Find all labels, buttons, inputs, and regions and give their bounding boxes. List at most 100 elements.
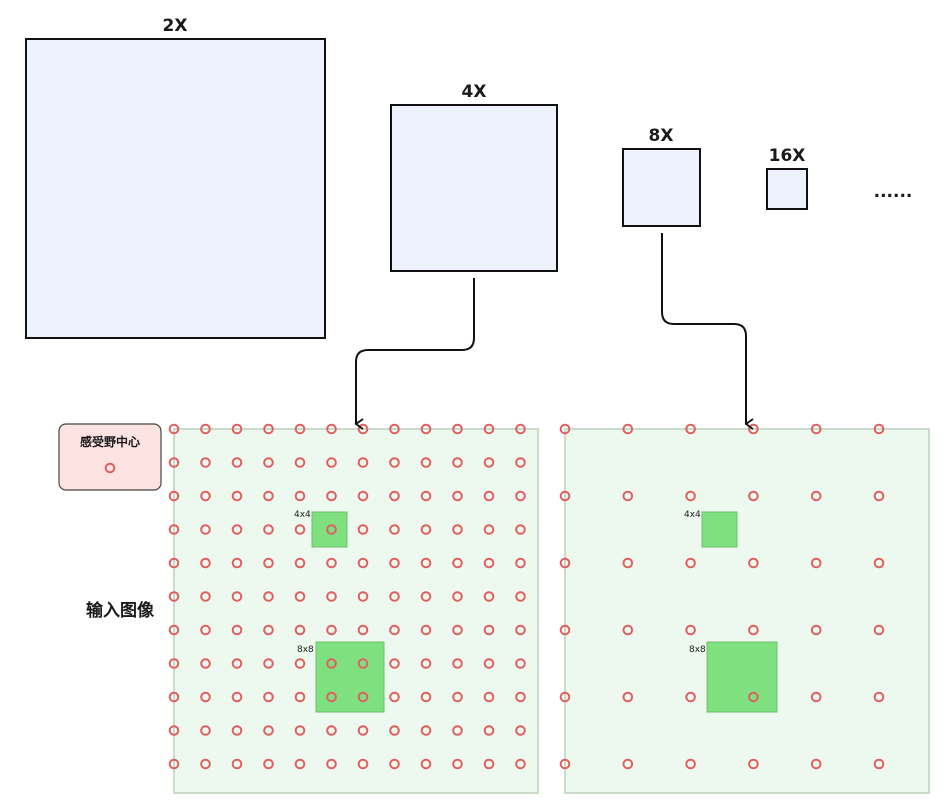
right-grid-dot — [748, 490, 759, 502]
right-grid-dot — [873, 691, 885, 703]
left-grid-dot — [168, 490, 180, 502]
left-grid-dot — [231, 591, 243, 602]
left-grid-dot — [420, 758, 432, 770]
right-grid-dot — [810, 557, 822, 569]
scale-label-4x: 4X — [462, 82, 487, 102]
arrow-8x-to-right-panel — [661, 233, 754, 430]
left-grid-dot — [168, 658, 180, 669]
dot-grid-left — [168, 423, 526, 770]
right-grid-dot — [748, 691, 759, 703]
right-grid-dot — [685, 423, 696, 435]
box-left-8x8 — [315, 641, 385, 713]
input-image-label: 输入图像 — [86, 600, 155, 621]
right-grid-dot — [622, 423, 634, 435]
left-grid-dot — [294, 658, 306, 669]
left-grid-dot — [389, 423, 400, 435]
box-left-4x4 — [311, 511, 348, 548]
left-grid-dot — [263, 490, 274, 502]
right-grid-dot — [685, 557, 696, 569]
left-grid-dot — [168, 524, 180, 535]
left-grid-dot — [515, 557, 526, 569]
left-grid-dot — [263, 725, 274, 736]
left-grid-dot — [483, 691, 495, 703]
left-grid-dot — [357, 524, 369, 535]
box-label-right-4x4: 4x4 — [684, 510, 701, 520]
left-grid-dot — [420, 490, 432, 502]
left-grid-dot — [326, 725, 337, 736]
left-grid-dot — [326, 423, 337, 435]
left-grid-dot — [326, 691, 337, 703]
left-grid-dot — [357, 658, 369, 669]
right-grid-dot — [622, 490, 634, 502]
left-grid-dot — [357, 557, 369, 569]
left-grid-dot — [231, 423, 243, 435]
left-grid-dot — [200, 691, 211, 703]
left-grid-dot — [389, 557, 400, 569]
left-grid-dot — [452, 725, 463, 736]
right-grid-dot — [873, 423, 885, 435]
right-grid-dot — [748, 758, 759, 770]
right-grid-dot — [810, 691, 822, 703]
right-grid-dot — [559, 557, 571, 569]
box-label-right-8x8: 8x8 — [689, 645, 706, 655]
right-grid-dot — [622, 691, 634, 703]
scale-label-2x: 2X — [163, 16, 188, 36]
left-grid-dot — [200, 423, 211, 435]
left-grid-dot — [263, 557, 274, 569]
left-grid-dot — [483, 591, 495, 602]
left-grid-dot — [389, 624, 400, 636]
left-grid-dot — [515, 725, 526, 736]
right-grid-dot — [559, 490, 571, 502]
panel-right — [564, 428, 930, 794]
left-grid-dot — [263, 591, 274, 602]
right-grid-dot — [873, 624, 885, 636]
left-grid-dot — [263, 758, 274, 770]
left-grid-dot — [294, 423, 306, 435]
left-grid-dot — [452, 524, 463, 535]
right-grid-dot — [748, 557, 759, 569]
left-grid-dot — [515, 624, 526, 636]
left-grid-dot — [452, 624, 463, 636]
right-grid-dot — [559, 624, 571, 636]
left-grid-dot — [231, 524, 243, 535]
left-grid-dot — [168, 457, 180, 468]
right-grid-dot — [622, 624, 634, 636]
left-grid-dot — [168, 691, 180, 703]
left-grid-dot — [357, 691, 369, 703]
left-grid-dot — [420, 557, 432, 569]
right-grid-dot — [810, 624, 822, 636]
left-grid-dot — [231, 725, 243, 736]
box-label-left-8x8: 8x8 — [297, 645, 314, 655]
left-grid-dot — [231, 624, 243, 636]
left-grid-dot — [389, 457, 400, 468]
left-grid-dot — [326, 758, 337, 770]
right-grid-dot — [559, 423, 571, 435]
left-grid-dot — [357, 624, 369, 636]
dot-grid-right — [559, 423, 885, 770]
left-grid-dot — [452, 557, 463, 569]
left-grid-dot — [294, 758, 306, 770]
left-grid-dot — [231, 691, 243, 703]
square-8x — [622, 148, 701, 227]
left-grid-dot — [263, 524, 274, 535]
right-grid-dot — [685, 758, 696, 770]
left-grid-dot — [420, 725, 432, 736]
left-grid-dot — [263, 691, 274, 703]
left-grid-dot — [231, 457, 243, 468]
left-grid-dot — [263, 423, 274, 435]
left-grid-dot — [389, 490, 400, 502]
left-grid-dot — [294, 457, 306, 468]
left-grid-dot — [483, 524, 495, 535]
left-grid-dot — [357, 591, 369, 602]
left-grid-dot — [389, 725, 400, 736]
left-grid-dot — [420, 457, 432, 468]
square-2x — [25, 38, 326, 339]
left-grid-dot — [326, 457, 337, 468]
box-right-8x8 — [706, 641, 778, 713]
left-grid-dot — [515, 691, 526, 703]
left-grid-dot — [200, 658, 211, 669]
left-grid-dot — [420, 591, 432, 602]
right-grid-dot — [622, 758, 634, 770]
left-grid-dot — [168, 725, 180, 736]
left-grid-dot — [515, 457, 526, 468]
